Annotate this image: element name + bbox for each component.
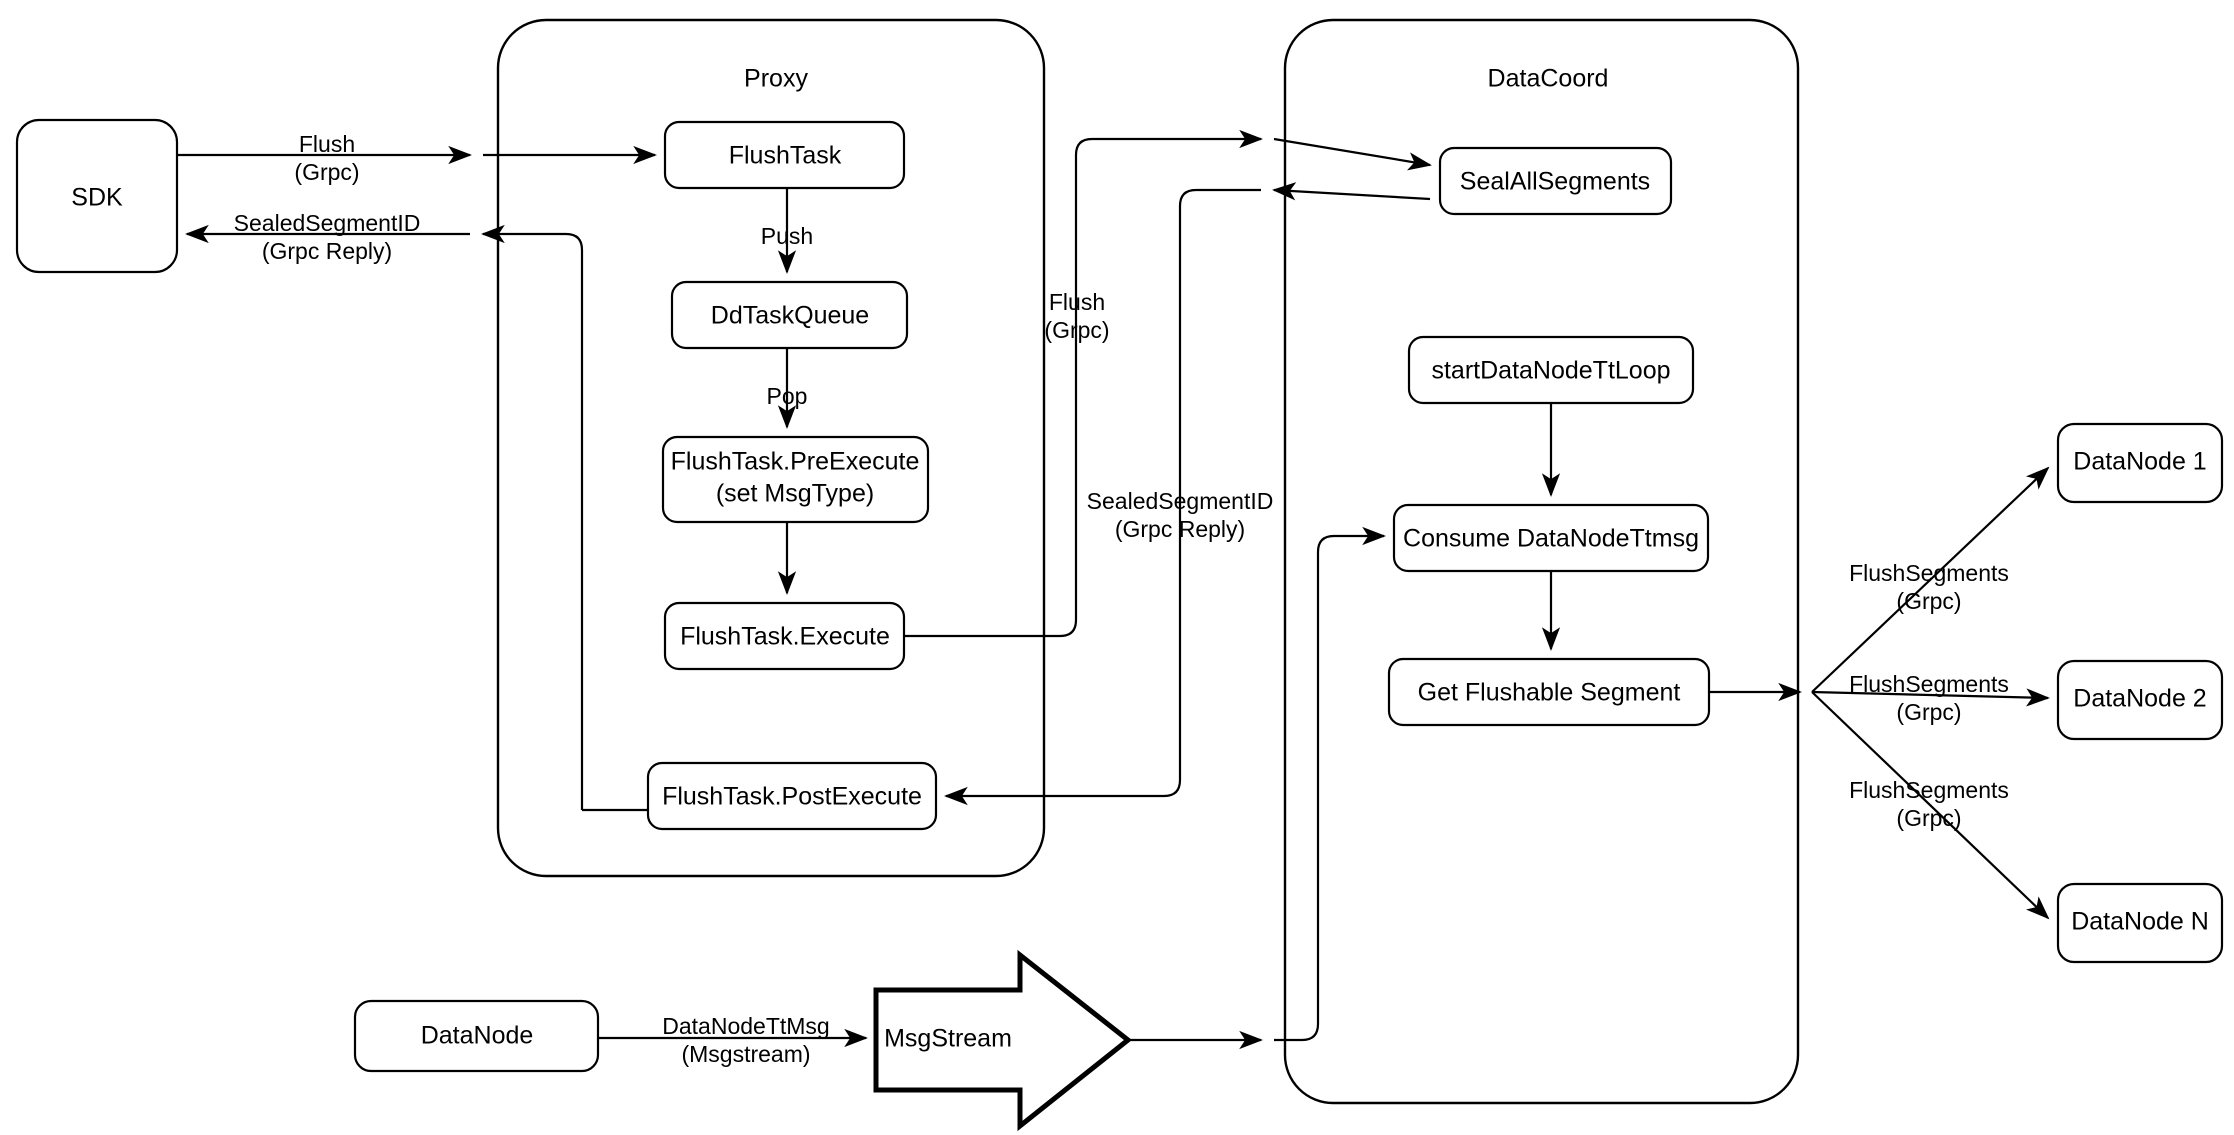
edge-hub-to-datanode-n [1811,691,2050,920]
edge-label-coord-sealedsegmentid-line1: SealedSegmentID [1087,488,1274,514]
node-flushtask-preexecute[interactable] [661,435,930,524]
edge-label-push: Push [761,223,813,249]
node-datanode-1[interactable] [2056,422,2224,504]
node-flushtask-postexecute-label: FlushTask.PostExecute [662,783,922,811]
proxy-group-container [496,18,1046,878]
node-datanode-2-label: DataNode 2 [2073,685,2206,713]
node-seal-all-segments[interactable] [1438,146,1673,216]
edge-label-sealedsegmentid-reply-line2: (Grpc Reply) [262,238,392,264]
node-dd-task-queue[interactable] [670,280,909,350]
node-flushtask-postexecute[interactable] [646,761,938,831]
node-dd-task-queue-label: DdTaskQueue [711,302,869,330]
node-flushtask-preexecute-label-line2: (set MsgType) [716,480,874,508]
node-datanode-2[interactable] [2056,659,2224,741]
node-datanode-bottom[interactable] [353,999,600,1073]
edge-label-sealedsegmentid-reply-line1: SealedSegmentID [234,210,421,236]
edge-label-proxy-flush-grpc-line1: Flush [1049,289,1105,315]
edge-sealallsegments-to-reply-rail [1272,182,1431,201]
node-consume-datanode-ttmsg-label: Consume DataNodeTtmsg [1403,525,1699,553]
node-flushtask-execute-label: FlushTask.Execute [680,623,890,651]
edge-label-pop: Pop [767,383,808,409]
edge-hub-to-datanode-1 [1811,466,2050,693]
edge-datacoord-boundary-to-consume [1274,526,1386,1042]
edge-label-datanode-ttmsg-line1: DataNodeTtMsg [662,1013,829,1039]
node-flush-task[interactable] [663,120,906,190]
edge-label-flush-grpc-line1: Flush [299,131,355,157]
node-datanode-bottom-label: DataNode [421,1022,534,1050]
edge-label-flushsegments-2-line2: (Grpc) [1896,699,1961,725]
edge-label-coord-sealedsegmentid-line2: (Grpc Reply) [1115,516,1245,542]
node-get-flushable-segment-label: Get Flushable Segment [1418,679,1681,707]
proxy-group-label: Proxy [744,65,808,93]
edge-flush-rail-to-sealallsegments [1273,137,1432,171]
node-flushtask-preexecute-label-line1: FlushTask.PreExecute [671,448,920,476]
datacoord-group-container [1283,18,1800,1105]
node-msgstream-arrow-shape[interactable] [873,949,1133,1132]
edge-execute-to-flush-rail [904,129,1263,638]
edge-label-flush-grpc-line2: (Grpc) [294,159,359,185]
edge-label-datanode-ttmsg-line2: (Msgstream) [681,1041,810,1067]
node-sdk[interactable] [15,118,179,274]
node-sdk-label: SDK [71,184,123,212]
edge-label-flushsegments-1-line2: (Grpc) [1896,588,1961,614]
node-start-datanode-tt-loop-label: startDataNodeTtLoop [1431,357,1670,385]
edge-label-flushsegments-n-line2: (Grpc) [1896,805,1961,831]
edge-reply-rail-to-postexecute [944,188,1261,806]
node-datanode-1-label: DataNode 1 [2073,448,2206,476]
node-flush-task-label: FlushTask [729,142,842,170]
edge-hub-to-datanode-2 [1811,688,2050,707]
node-datanode-n-label: DataNode N [2071,908,2209,936]
edge-label-flushsegments-1-line1: FlushSegments [1849,560,2009,586]
edge-label-flushsegments-n-line1: FlushSegments [1849,777,2009,803]
datacoord-group-label: DataCoord [1488,65,1609,93]
edge-label-proxy-flush-grpc-line2: (Grpc) [1044,317,1109,343]
node-seal-all-segments-label: SealAllSegments [1460,168,1650,196]
edge-proxy-inner-return-to-boundary [481,224,584,810]
edge-label-flushsegments-2-line1: FlushSegments [1849,671,2009,697]
node-msgstream-label: MsgStream [884,1025,1012,1053]
node-datanode-n[interactable] [2056,882,2224,964]
